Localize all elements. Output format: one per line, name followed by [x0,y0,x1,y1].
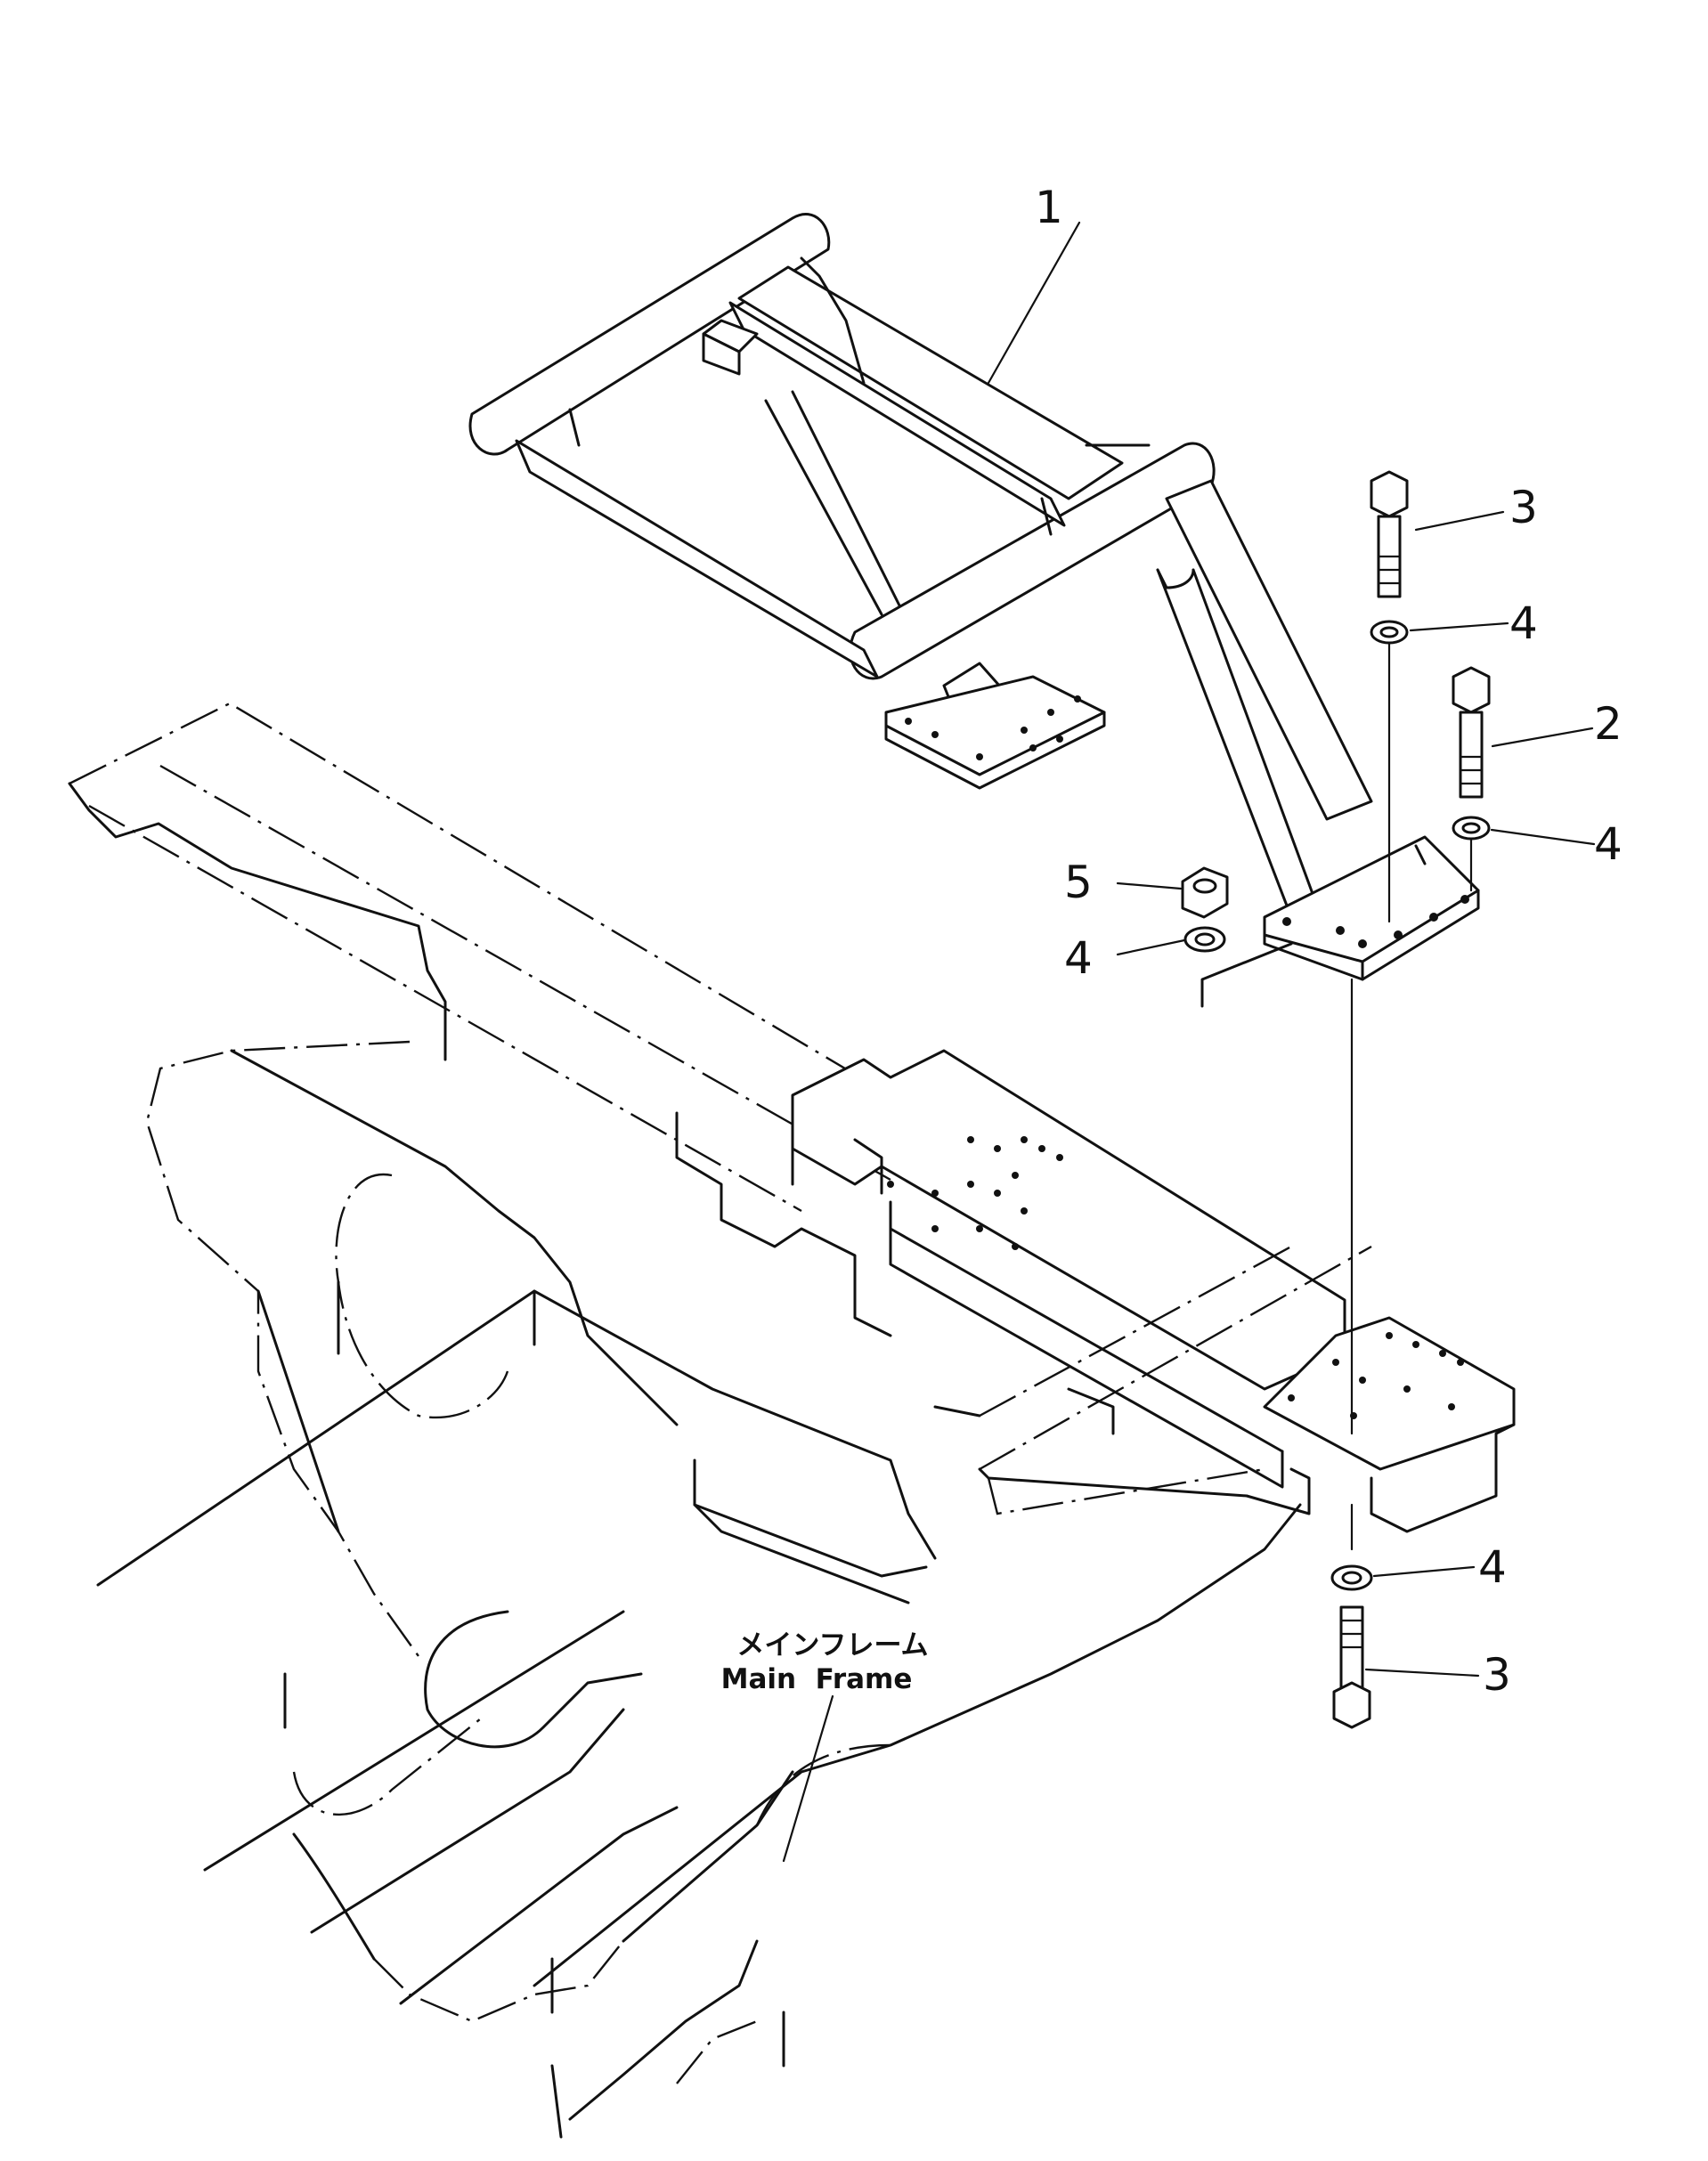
bolt-3-lower [1332,1605,1371,1729]
bolt-3-upper [1370,470,1409,598]
callout-5: 5 [1064,857,1093,908]
callout-1: 1 [1035,182,1063,233]
leader-lines [782,221,1596,1863]
callout-3-upper: 3 [1509,482,1538,533]
main-frame-label: メインフレーム Main Frame [721,1629,929,1695]
washer-4-lower [1330,1564,1373,1591]
main-frame-label-english: Main Frame [721,1663,913,1695]
callout-2: 2 [1594,698,1623,750]
washer-4-upper [1370,620,1409,645]
bolt-2 [1452,666,1491,799]
callout-3-lower: 3 [1483,1649,1511,1701]
callouts: 1 3 4 2 4 5 4 4 3 [1035,182,1623,1701]
frame-bolt-holes [887,1136,1464,1419]
callout-4-left: 4 [1064,932,1093,984]
callout-4-lower: 4 [1478,1541,1507,1593]
washer-4-right [1452,816,1491,841]
nut-5 [1181,866,1229,919]
main-frame-label-japanese: メインフレーム [736,1629,928,1661]
main-frame-outline [68,702,1516,2139]
step-frame-assembly [468,212,1480,1008]
callout-4-right: 4 [1594,818,1623,870]
washer-4-left [1183,926,1226,953]
callout-4-upper: 4 [1509,597,1538,649]
